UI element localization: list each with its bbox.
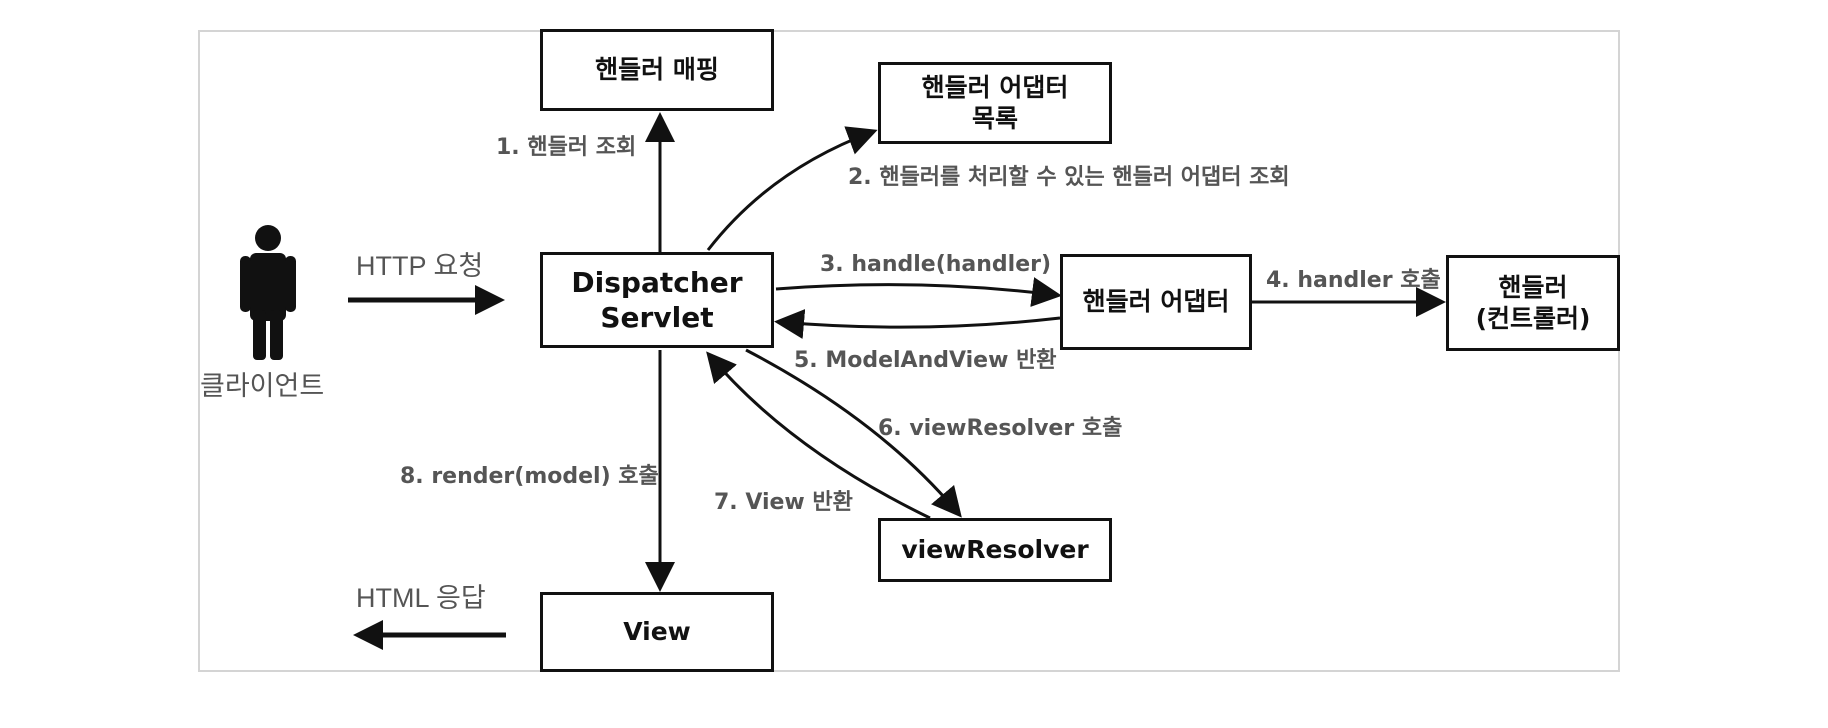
arrow-step-2 [706, 126, 878, 251]
handler-controller-label-2: (컨트롤러) [1475, 304, 1591, 333]
diagram-frame [198, 30, 1620, 672]
step-4-label: 4. handler 호출 [1266, 268, 1441, 293]
handler-adapter-box: 핸들러 어댑터 [1060, 254, 1252, 350]
html-response-label: HTML 응답 [356, 583, 486, 613]
dispatcher-servlet-label-2: Servlet [600, 301, 714, 334]
dispatcher-servlet-label-1: Dispatcher [571, 266, 743, 299]
http-request-label: HTTP 요청 [356, 251, 484, 281]
step-6-label: 6. viewResolver 호출 [878, 416, 1123, 441]
handler-adapter-list-label-2: 목록 [971, 104, 1018, 133]
arrow-step-3 [775, 277, 1062, 307]
client-label: 클라이언트 [200, 371, 325, 401]
step-5-label: 5. ModelAndView 반환 [794, 348, 1057, 373]
step-7-label: 7. View 반환 [714, 490, 853, 515]
handler-adapter-label: 핸들러 어댑터 [1082, 287, 1230, 317]
step-8-label: 8. render(model) 호출 [400, 464, 659, 489]
person-icon [240, 225, 296, 360]
view-label: View [623, 617, 691, 647]
arrow-step-7 [706, 351, 931, 520]
handler-controller-label-1: 핸들러 [1498, 272, 1568, 302]
handler-mapping-box: 핸들러 매핑 [540, 29, 774, 111]
handler-mapping-label: 핸들러 매핑 [595, 55, 719, 85]
view-resolver-box: viewResolver [878, 518, 1112, 582]
handler-adapter-list-box: 핸들러 어댑터 목록 [878, 62, 1112, 144]
view-box: View [540, 592, 774, 672]
arrow-step-5 [774, 309, 1061, 339]
handler-controller-box: 핸들러 (컨트롤러) [1446, 255, 1620, 351]
arrow-step-6 [745, 348, 962, 518]
dispatcher-servlet-box: Dispatcher Servlet [540, 252, 774, 348]
handler-adapter-list-label-1: 핸들러 어댑터 [921, 72, 1069, 102]
step-3-label: 3. handle(handler) [820, 252, 1052, 277]
step-2-label: 2. 핸들러를 처리할 수 있는 핸들러 어댑터 조회 [848, 165, 1290, 190]
view-resolver-label: viewResolver [901, 535, 1089, 565]
step-1-label: 1. 핸들러 조회 [496, 135, 637, 160]
